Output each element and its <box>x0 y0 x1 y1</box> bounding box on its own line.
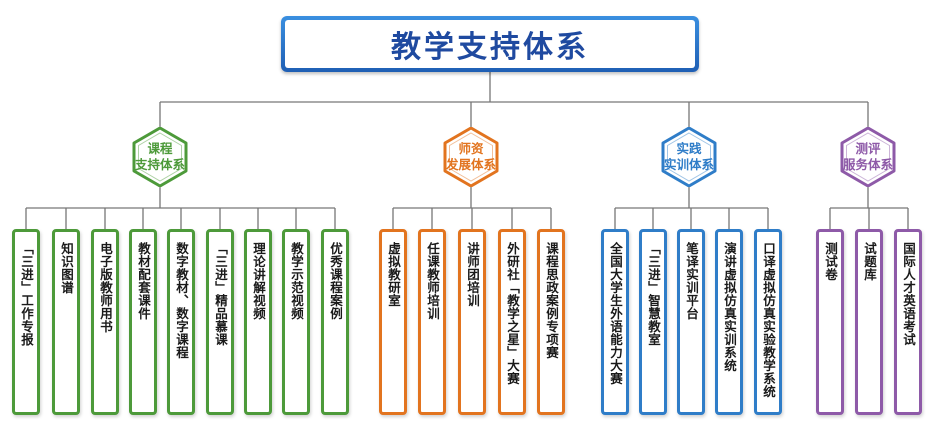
leaf-box: 外研社「教学之星」大赛 <box>498 229 526 415</box>
leaf-box: 任课教师培训 <box>418 229 446 415</box>
leaf-box: 教学示范视频 <box>282 229 310 415</box>
leaf-label: 虚拟教研室 <box>386 242 401 307</box>
category-label-line2: 服务体系 <box>842 157 893 172</box>
leaf-box: 电子版教师用书 <box>91 229 119 415</box>
leaf-label: 教学示范视频 <box>289 242 304 320</box>
leaf-label: 全国大学生外语能力大赛 <box>608 242 623 385</box>
leaf-box: 虚拟教研室 <box>379 229 407 415</box>
category-label-line1: 师资 <box>458 141 484 156</box>
leaf-label: 知识图谱 <box>59 242 74 294</box>
leaf-box: 「三进」智慧教室 <box>639 229 667 415</box>
leaf-label: 「三进」工作专报 <box>19 242 34 346</box>
leaf-box: 笔译实训平台 <box>677 229 705 415</box>
title-box: 教学支持体系 <box>281 16 699 72</box>
leaf-box: 全国大学生外语能力大赛 <box>601 229 629 415</box>
leaf-box: 优秀课程案例 <box>321 229 349 415</box>
hexagon-shape <box>661 127 717 187</box>
hexagon-shape <box>443 127 499 187</box>
leaf-box: 「三进」工作专报 <box>12 229 40 415</box>
leaf-box: 测试卷 <box>816 229 844 415</box>
category-label: 测评服务体系 <box>818 127 918 187</box>
leaf-box: 口译虚拟仿真实验教学系统 <box>754 229 782 415</box>
category-label: 实践实训体系 <box>639 127 739 187</box>
leaf-label: 任课教师培训 <box>425 242 440 320</box>
leaf-label: 测试卷 <box>823 242 838 281</box>
leaf-box: 演讲虚拟仿真实训系统 <box>715 229 743 415</box>
leaf-label: 笔译实训平台 <box>684 242 699 320</box>
category-label-line1: 实践 <box>676 141 702 156</box>
leaf-box: 知识图谱 <box>52 229 80 415</box>
leaf-box: 理论讲解视频 <box>244 229 272 415</box>
leaf-box: 教材配套课件 <box>129 229 157 415</box>
leaf-label: 口译虚拟仿真实验教学系统 <box>761 242 776 398</box>
leaf-label: 外研社「教学之星」大赛 <box>505 242 520 385</box>
leaf-label: 课程思政案例专项赛 <box>544 242 559 359</box>
leaf-label: 「三进」智慧教室 <box>646 242 661 346</box>
leaf-box: 试题库 <box>855 229 883 415</box>
leaf-box: 国际人才英语考试 <box>894 229 922 415</box>
category-label: 师资发展体系 <box>421 127 521 187</box>
leaf-box: 「三进」精品慕课 <box>206 229 234 415</box>
page-title: 教学支持体系 <box>285 20 695 68</box>
category-label-line2: 发展体系 <box>445 157 496 172</box>
leaf-label: 国际人才英语考试 <box>901 242 916 346</box>
leaf-label: 教材配套课件 <box>136 242 151 320</box>
hexagon-shape <box>132 127 188 187</box>
leaf-label: 「三进」精品慕课 <box>213 242 228 346</box>
category-label-line1: 测评 <box>855 141 881 156</box>
category-node-purple: 测评服务体系 <box>838 127 898 187</box>
leaf-label: 优秀课程案例 <box>328 242 343 320</box>
leaf-label: 讲师团培训 <box>465 242 480 307</box>
leaf-label: 试题库 <box>862 242 877 281</box>
category-node-blue: 实践实训体系 <box>659 127 719 187</box>
category-node-green: 课程支持体系 <box>130 127 190 187</box>
leaf-box: 课程思政案例专项赛 <box>537 229 565 415</box>
category-label-line1: 课程 <box>147 141 173 156</box>
leaf-box: 数字教材、数字课程 <box>167 229 195 415</box>
leaf-label: 数字教材、数字课程 <box>174 242 189 359</box>
category-node-orange: 师资发展体系 <box>441 127 501 187</box>
category-label: 课程支持体系 <box>110 127 210 187</box>
category-label-line2: 支持体系 <box>134 157 185 172</box>
hexagon-shape <box>840 127 896 187</box>
category-label-line2: 实训体系 <box>663 157 714 172</box>
leaf-label: 电子版教师用书 <box>98 242 113 333</box>
leaf-label: 演讲虚拟仿真实训系统 <box>722 242 737 372</box>
leaf-box: 讲师团培训 <box>458 229 486 415</box>
leaf-label: 理论讲解视频 <box>251 242 266 320</box>
